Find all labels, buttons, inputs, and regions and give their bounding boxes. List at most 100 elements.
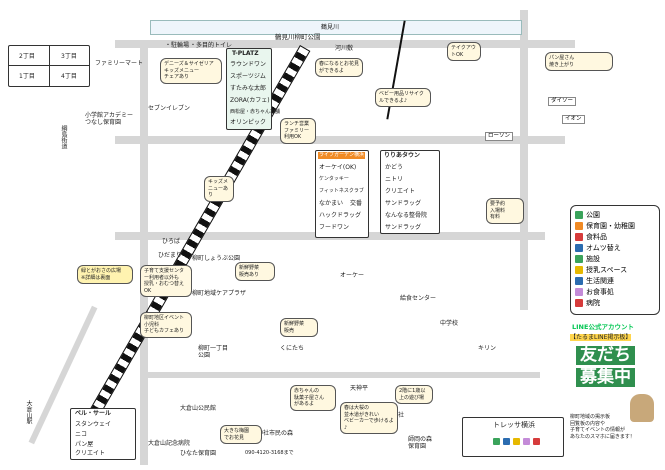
tplatz-item-4: ZORA(カフェ) [230, 97, 270, 104]
ririn-3: クリエイト [385, 188, 416, 195]
legend-item: 公園 [575, 211, 600, 220]
bell-2: ニコ [75, 431, 88, 438]
legend-label: 授乳スペース [586, 266, 628, 274]
bubble-open: 春になるとお花見ができるよ [315, 58, 363, 77]
legend-swatch-icon [575, 288, 583, 296]
station-okurayama: 大倉山駅 [25, 400, 32, 424]
legend-item: 病院 [575, 299, 600, 308]
bubble-shinsen: 新鮮野菜 販売あり [235, 262, 275, 281]
legend-label: お食事処 [586, 288, 614, 296]
legend-label: 保育園・幼稚園 [586, 222, 635, 230]
bell-panel: ベル・サール スタンウェイ ニコ パン屋 クリエイト [70, 408, 136, 460]
south-tenjin: 天神平 [350, 385, 369, 392]
parking-label: ・駐輪場 [165, 42, 190, 49]
grid-h-line [9, 65, 89, 66]
mid-kuni: くにたち [280, 345, 305, 352]
legend-swatch-icon [575, 266, 583, 274]
bubble-baby-goods: ベビー用品リサイクルできるよ♪ [375, 88, 431, 107]
chome-grid: 2丁目 3丁目 1丁目 4丁目 [8, 45, 90, 87]
trezza-hospital-icon [533, 438, 540, 445]
road-top [115, 40, 575, 48]
legend-item: 施設 [575, 255, 600, 264]
hiroba-label: ひろば [162, 238, 181, 245]
road-left-vertical [140, 40, 148, 465]
school-label: 小学館アカデミー つなし保育園 [85, 112, 134, 126]
bubble-ring: 春は大桜の 並木道がきれい ベビーカーで歩けるよ♪ [340, 402, 398, 434]
live-garden-3: フィットネスクラブ [319, 188, 364, 194]
mid-park2: 柳町一丁目 公園 [198, 345, 229, 359]
legend-swatch-icon [575, 222, 583, 230]
legend-item: 保育園・幼稚園 [575, 222, 635, 231]
legend-swatch-icon [575, 299, 583, 307]
chuugaku-label: 中学校 [440, 320, 459, 327]
trezza-diaper-icon [503, 438, 510, 445]
legend-item: 授乳スペース [575, 266, 627, 275]
chome-2: 2丁目 [19, 53, 35, 60]
tplatz-item-2: スポーツジム [230, 73, 266, 80]
trezza-park-icon [493, 438, 500, 445]
grid-v-line [49, 46, 50, 86]
family-mart-left: ファミリーマート [95, 60, 144, 67]
mid-hidamari: ひだまり [158, 252, 182, 259]
bell-title: ベル・サール [75, 410, 112, 417]
chome-1: 1丁目 [19, 73, 35, 80]
bubble-youth: 緑とがおさの広場 ※詳細は裏面 [77, 265, 133, 284]
south-kindergarten: ひなた保育園 [180, 450, 217, 457]
trezza-title: トレッサ横浜 [493, 421, 535, 429]
tplatz-item-5: 西松屋・赤ちゃん本舗 [230, 109, 281, 115]
live-garden-6: フードワン [319, 224, 350, 231]
mid-guide: 給食センター [400, 295, 437, 302]
chome-3: 3丁目 [61, 53, 77, 60]
trezza-nursing-icon [513, 438, 520, 445]
live-garden-2: ケンタッキー [319, 176, 349, 182]
south-shrine: 熊野神社市民の森 [245, 430, 294, 437]
south-kodomo: 大倉山公民館 [180, 405, 217, 412]
road-mid [115, 136, 565, 144]
ririn-panel: りりあタウン かどう ニトリ クリエイト サンドラッグ なんなる整骨院 サンドラ… [380, 150, 440, 234]
bubble-care: 子育て支援センター利用者以外も 授乳・おむつ替えOK [140, 265, 192, 297]
legend-panel: 公園保育園・幼稚園食料品オムツ替え施設授乳スペース生活関連お食事処病院 [570, 205, 660, 315]
bell-3: パン屋 [75, 441, 94, 448]
ririn-2: ニトリ [385, 176, 404, 183]
legend-label: 生活関連 [586, 277, 614, 285]
legend-swatch-icon [575, 255, 583, 263]
live-garden-title: ライフガーデン横浜 [318, 152, 366, 159]
tel-label: 090-4120-3168まで [245, 450, 294, 456]
shop-lawson: ローソン [485, 132, 514, 141]
bubble-lunch: ランチ営業 ファミリー 利用OK [280, 118, 316, 144]
railway [89, 45, 311, 417]
ozeki-label: オーケー [340, 272, 365, 279]
river-band: 鶴見川 [150, 20, 522, 35]
toilet-label: ・多目的トイレ [190, 42, 233, 49]
park-top-label: 鶴見川柳町公園 [275, 33, 321, 41]
ririn-6: サンドラッグ [385, 224, 422, 231]
live-garden-4: なかまい [319, 200, 344, 207]
legend-item: お食事処 [575, 288, 614, 297]
legend-label: 施設 [586, 255, 600, 263]
legend-item: 生活関連 [575, 277, 614, 286]
line-ad-panel: LINE公式アカウント 【たるまLINE掲示板】 友だち 募集中 柳町地域の掲示… [568, 322, 660, 464]
road-right-vertical [520, 10, 528, 310]
bubble-bakery: パン屋さん 焼き上がり [545, 52, 613, 71]
tplatz-item-3: すたみな太郎 [230, 85, 267, 92]
kirin-label: キリン [478, 345, 497, 352]
mascot-icon [630, 394, 654, 422]
tplatz-item-1: ラウンドワン [230, 61, 267, 68]
mid-shikawa-park: 柳町しょうぶ公園 [192, 255, 241, 262]
tplatz-panel: T-PLATZ ラウンドワン スポーツジム すたみな太郎 ZORA(カフェ) 西… [226, 48, 280, 130]
legend-label: オムツ替え [586, 244, 621, 252]
tplatz-title: T-PLATZ [232, 50, 259, 57]
bell-1: スタンウェイ [75, 421, 112, 428]
bubble-pass: 要予約 入場料 有料 [486, 198, 524, 224]
legend-item: 食料品 [575, 233, 607, 242]
line-big1: 友だち [576, 346, 635, 365]
kouban-label: 交番 [350, 200, 363, 207]
legend-label: 食料品 [586, 233, 607, 241]
ririn-1: かどう [385, 164, 404, 171]
chome-4: 4丁目 [61, 73, 77, 80]
bubble-takeout: テイクアウトOK [447, 42, 481, 61]
legend-label: 病院 [586, 299, 600, 307]
legend-swatch-icon [575, 244, 583, 252]
ririn-title: りりあタウン [384, 152, 421, 159]
